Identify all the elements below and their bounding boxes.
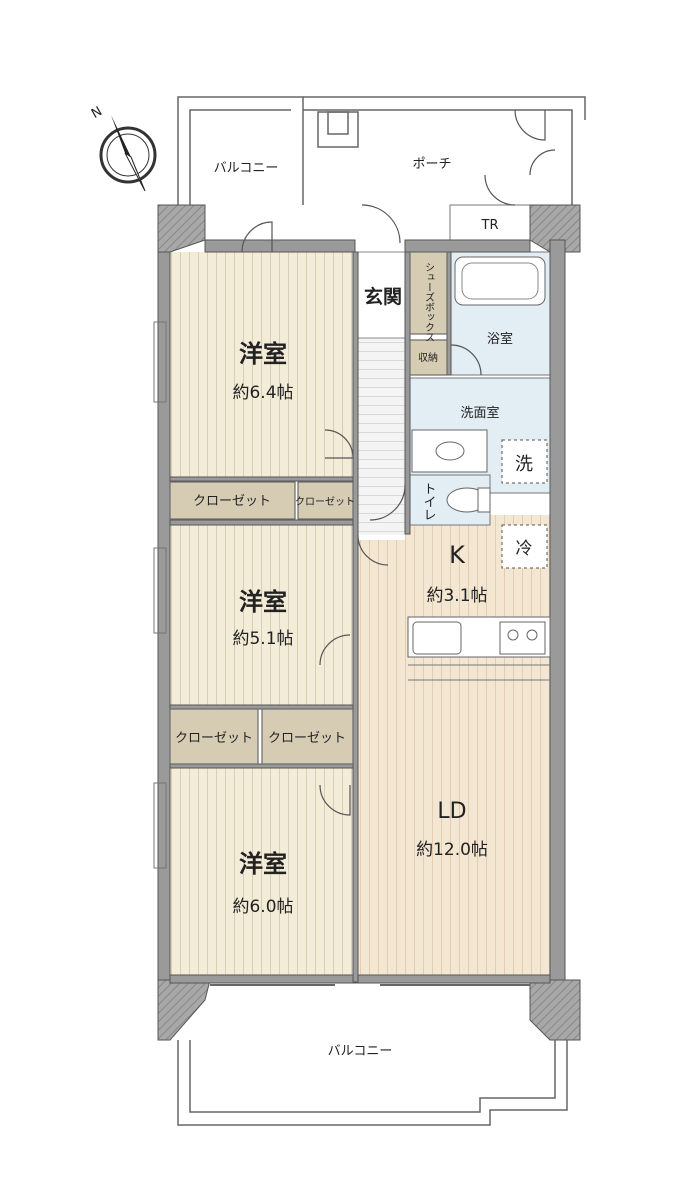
left-windows	[153, 321, 167, 869]
ld-name: LD	[437, 799, 466, 824]
kitchen-size: 約3.1帖	[426, 586, 487, 606]
closet4-label: クローゼット	[268, 731, 346, 746]
shoes-box-label: シューズボックス	[423, 262, 435, 342]
room1-size: 約6.4帖	[232, 383, 293, 403]
fridge-label: 冷	[516, 539, 533, 559]
compass-icon	[99, 115, 157, 192]
fridge-space	[501, 524, 548, 569]
room1-floor	[170, 252, 353, 477]
room2-name: 洋室	[239, 588, 287, 616]
closet3-label: クローゼット	[175, 731, 253, 746]
balcony-top-label: バルコニー	[214, 161, 279, 176]
genkan-floor	[357, 251, 411, 339]
room3-floor	[170, 768, 353, 980]
walls	[157, 204, 581, 1041]
kitchen-name: K	[449, 541, 466, 569]
bathtub	[454, 256, 546, 306]
shuno-label: 収納	[418, 351, 438, 364]
closet2-label: クローゼット	[295, 496, 355, 508]
toilet-label: トイレ	[421, 482, 436, 521]
ld-floor	[358, 540, 552, 980]
ld-size: 約12.0帖	[416, 840, 488, 860]
fixtures	[407, 256, 551, 681]
closets	[169, 251, 448, 765]
room3-name: 洋室	[239, 850, 287, 878]
kitchen-counter	[407, 616, 551, 658]
bath-label: 浴室	[487, 331, 513, 347]
compass-n-label: N	[89, 104, 105, 122]
balcony-bottom-label: バルコニー	[328, 1044, 393, 1059]
hallway-floor	[358, 338, 405, 535]
room1-name: 洋室	[239, 340, 287, 368]
lower-balcony-outline	[177, 984, 568, 1126]
tr-label: TR	[481, 218, 499, 233]
genkan-label: 玄関	[364, 285, 402, 308]
wash-basin	[411, 429, 488, 473]
stove	[499, 621, 546, 655]
upper-outdoor-outline	[177, 96, 586, 241]
room2-size: 約5.1帖	[232, 629, 293, 649]
room3-size: 約6.0帖	[232, 897, 293, 917]
porch-label: ポーチ	[412, 157, 451, 172]
closet1-label: クローゼット	[193, 494, 271, 509]
washer-label: 洗	[515, 454, 533, 475]
door-swings	[241, 109, 556, 816]
washer-space	[501, 439, 548, 484]
room2-floor	[170, 525, 353, 705]
washroom-label: 洗面室	[460, 405, 499, 421]
